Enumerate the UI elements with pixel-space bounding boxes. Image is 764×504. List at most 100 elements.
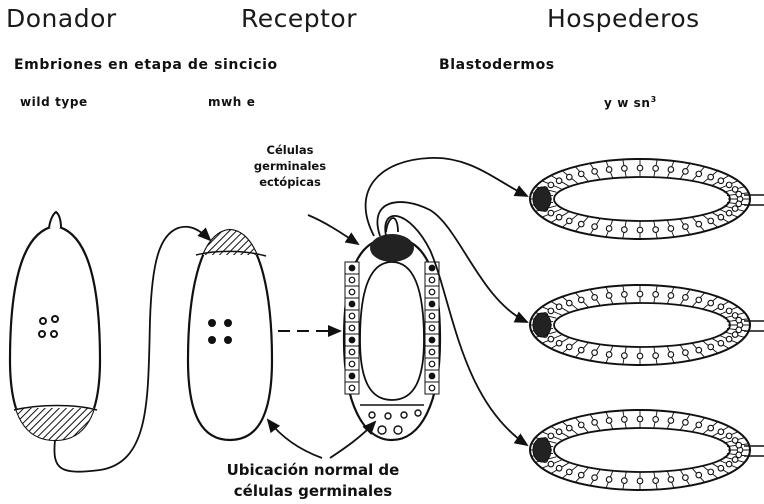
cell-nucleus [349,277,355,283]
cell-nucleus [349,301,355,307]
cell-nucleus [592,169,598,175]
cell-nucleus [726,336,732,342]
cell-nucleus [592,224,598,230]
cell-nucleus [429,349,435,355]
host-blastoderms [530,159,764,490]
cell-nucleus [548,182,554,188]
cell-nucleus [548,308,554,314]
cell-nucleus [592,475,598,481]
cell-nucleus [696,297,702,303]
cell-nucleus [708,344,714,350]
cell-nucleus [708,174,714,180]
cell-nucleus [548,336,554,342]
cell-nucleus [429,325,435,331]
cell-nucleus [349,325,355,331]
host-blastoderm-host-top [530,159,764,239]
cell-nucleus [637,353,643,359]
receiver-pole-cells [370,234,414,262]
cell-nucleus [592,420,598,426]
cell-nucleus [668,418,674,424]
cell-nucleus [429,277,435,283]
cell-nucleus [726,461,732,467]
cell-nucleus [429,313,435,319]
cell-nucleus [718,340,724,346]
cell-nucleus [566,469,572,475]
cell-nucleus [653,227,659,233]
cell-nucleus [718,214,724,220]
arrow-normal-location-left [268,420,322,458]
cell-nucleus [349,373,355,379]
cell-nucleus [668,477,674,483]
cell-nucleus [548,461,554,467]
host-pole-cells [533,438,551,462]
cell-nucleus [556,214,562,220]
cell-nucleus [622,166,628,172]
host-pole-cells [533,313,551,337]
cell-nucleus [429,301,435,307]
cell-nucleus [637,416,643,422]
cell-nucleus [578,472,584,478]
cell-nucleus [429,385,435,391]
cell-nucleus [606,418,612,424]
cell-nucleus [683,295,689,301]
cell-nucleus [668,167,674,173]
cell-nucleus [708,425,714,431]
cell-nucleus [622,292,628,298]
cell-nucleus [708,300,714,306]
cell-nucleus [668,226,674,232]
cell-nucleus [548,210,554,216]
cell-nucleus [566,300,572,306]
cell-nucleus [732,206,738,212]
donor-embryo [5,212,105,448]
cell-nucleus [556,178,562,184]
cell-nucleus [732,332,738,338]
cell-nucleus [683,420,689,426]
cell-nucleus [349,361,355,367]
cell-nucleus [668,352,674,358]
cell-nucleus [718,304,724,310]
cell-nucleus [429,373,435,379]
cell-nucleus [696,347,702,353]
cell-nucleus [556,340,562,346]
cell-nucleus [653,292,659,298]
receiver-blastoderm [344,218,440,440]
cell-nucleus [668,293,674,299]
cell-nucleus [349,265,355,271]
cell-nucleus [606,167,612,173]
cell-nucleus [622,478,628,484]
cell-nucleus [592,295,598,301]
cell-nucleus [592,350,598,356]
cell-nucleus [349,385,355,391]
cell-nucleus [349,337,355,343]
host-blastoderm-host-bottom [530,410,764,490]
cell-nucleus [622,353,628,359]
cell-nucleus [683,224,689,230]
cell-nucleus [653,353,659,359]
cell-nucleus [556,304,562,310]
cell-nucleus [578,221,584,227]
cell-nucleus [622,227,628,233]
cell-nucleus [736,442,742,448]
cell-nucleus [429,337,435,343]
cell-nucleus [578,347,584,353]
cell-nucleus [606,293,612,299]
cell-nucleus [429,289,435,295]
cell-nucleus [718,465,724,471]
cell-nucleus [606,352,612,358]
cell-nucleus [349,289,355,295]
cell-nucleus [696,472,702,478]
cell-nucleus [566,174,572,180]
cell-nucleus [726,182,732,188]
cell-nucleus [726,308,732,314]
cell-nucleus [732,457,738,463]
cell-nucleus [718,178,724,184]
cell-nucleus [736,191,742,197]
cell-nucleus [637,478,643,484]
cell-nucleus [696,171,702,177]
cell-nucleus [708,469,714,475]
cell-nucleus [578,171,584,177]
cell-nucleus [578,297,584,303]
cell-nucleus [606,477,612,483]
cell-nucleus [566,218,572,224]
